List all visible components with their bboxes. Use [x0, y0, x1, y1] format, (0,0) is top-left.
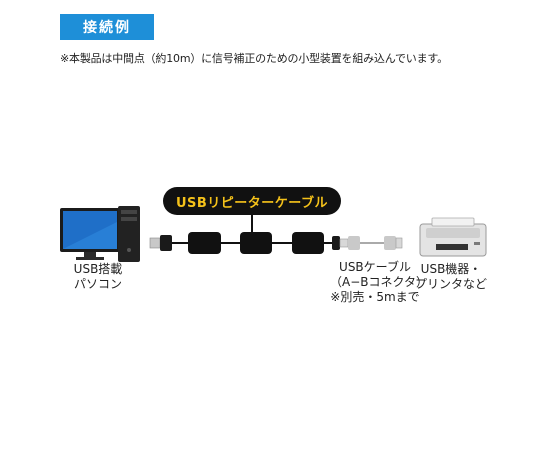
device-label-line2: プリンタなど	[414, 277, 487, 291]
pc-label-line2: パソコン	[73, 277, 122, 291]
usb-ab-cable-icon	[339, 236, 403, 250]
usb-cable-label-line1: USBケーブル	[339, 260, 411, 274]
pc-label-line1: USB搭載	[73, 262, 123, 276]
usb-cable-label: USBケーブル （A−Bコネクタ） ※別売・5mまで	[330, 260, 429, 305]
monitor-icon	[60, 208, 120, 260]
usb-a-connector-icon	[149, 235, 172, 251]
device-label-line1: USB機器・	[420, 262, 482, 276]
repeater-box-2	[240, 232, 272, 254]
repeater-cable-label: USBリピーターケーブル	[163, 187, 341, 215]
usb-female-end-icon	[332, 236, 340, 250]
section-title-badge: 接続例	[60, 14, 154, 40]
product-note: ※本製品は中間点（約10m）に信号補正のための小型装置を組み込んでいます。	[60, 52, 448, 65]
usb-cable-label-line3: ※別売・5mまで	[330, 290, 420, 304]
device-label: USB機器・ プリンタなど	[404, 262, 498, 292]
repeater-box-1	[188, 232, 221, 254]
pc-tower-icon	[118, 206, 140, 262]
repeater-cable-line	[172, 215, 334, 244]
repeater-box-3	[292, 232, 324, 254]
pc-label: USB搭載 パソコン	[58, 262, 138, 292]
usb-cable-label-line2: （A−Bコネクタ）	[330, 275, 429, 289]
printer-icon	[419, 217, 487, 257]
